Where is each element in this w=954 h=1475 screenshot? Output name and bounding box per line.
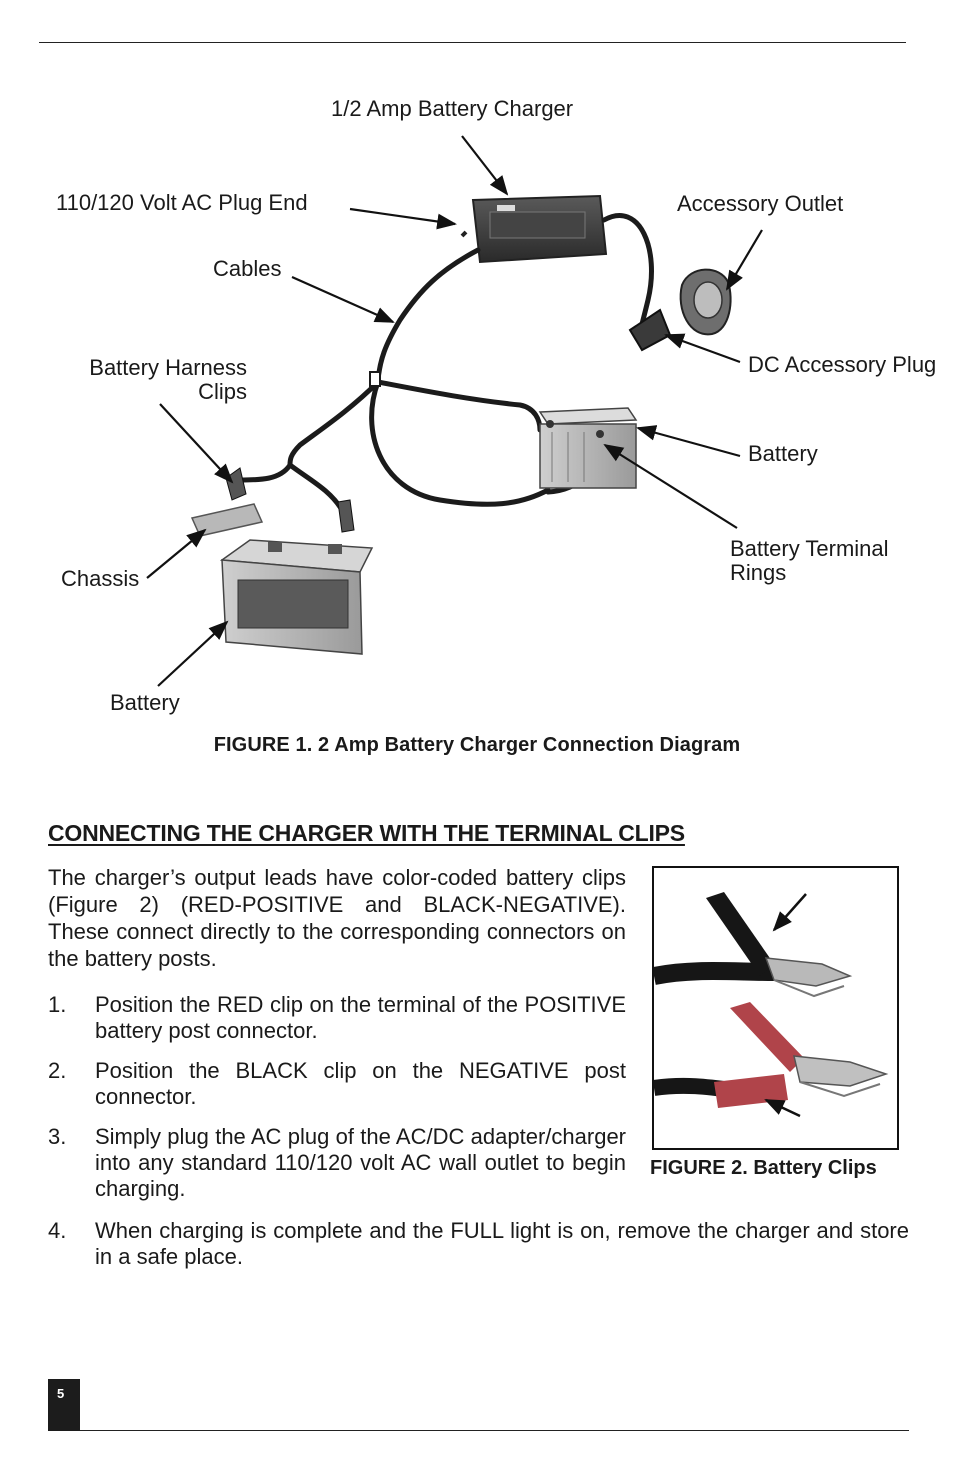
label-battery-right: Battery: [748, 441, 818, 466]
step-1: 1. Position the RED clip on the terminal…: [48, 992, 626, 1044]
charger-unit: [460, 194, 608, 264]
figure2-caption: FIGURE 2. Battery Clips: [650, 1157, 877, 1179]
label-ac-plug: 110/120 Volt AC Plug End: [56, 190, 308, 215]
accessory-outlet-icon: [679, 268, 732, 336]
bottom-rule: [80, 1430, 909, 1431]
label-chassis: Chassis: [61, 566, 140, 591]
step-text: Position the RED clip on the terminal of…: [95, 992, 626, 1043]
battery-right-icon: [538, 407, 638, 489]
label-terminal-rings-line1: Battery Terminal: [730, 536, 889, 561]
cables: [237, 213, 654, 513]
red-clip-arrow: [764, 1098, 801, 1118]
step-text: Position the BLACK clip on the NEGATIVE …: [95, 1058, 626, 1109]
battery-clips-illustration: [654, 892, 889, 1118]
label-terminal-rings-line2: Rings: [730, 560, 787, 585]
step-3: 3. Simply plug the AC plug of the AC/DC …: [48, 1124, 626, 1202]
figure2-image: [652, 866, 899, 1150]
red-clip-sleeve: [730, 1002, 804, 1072]
step-text: When charging is complete and the FULL l…: [95, 1218, 909, 1269]
step-number: 1.: [48, 992, 67, 1017]
top-rule: [39, 42, 906, 43]
figure1-caption: FIGURE 1. 2 Amp Battery Charger Connecti…: [213, 734, 741, 756]
section-title: CONNECTING THE CHARGER WITH THE TERMINAL…: [48, 820, 685, 846]
label-cables: Cables: [213, 256, 282, 281]
connection-diagram: [146, 135, 763, 687]
black-clip-jaw: [764, 957, 853, 987]
label-harness-clips-line2: Clips: [198, 379, 247, 404]
red-clip-jaw: [793, 1055, 889, 1087]
label-harness-clips-line1: Battery Harness: [89, 355, 247, 380]
dc-accessory-plug-icon: [628, 308, 672, 352]
step-4: 4. When charging is complete and the FUL…: [48, 1218, 909, 1270]
label-accessory-outlet: Accessory Outlet: [677, 191, 844, 216]
step-number: 4.: [48, 1218, 67, 1243]
red-clip-handle: [714, 1074, 788, 1108]
label-dc-plug: DC Accessory Plug: [748, 352, 937, 377]
label-harness-clips: Battery Harness Clips: [87, 356, 247, 404]
step-text: Simply plug the AC plug of the AC/DC ada…: [95, 1124, 626, 1201]
step-2: 2. Position the BLACK clip on the NEGATI…: [48, 1058, 626, 1110]
black-clip-sleeve: [706, 892, 774, 976]
black-cable: [654, 962, 775, 985]
step-number: 3.: [48, 1124, 67, 1149]
label-terminal-rings: Battery Terminal Rings: [730, 537, 889, 585]
cable-junction-icon: [369, 371, 381, 387]
step-number: 2.: [48, 1058, 67, 1083]
label-charger: 1/2 Amp Battery Charger: [331, 96, 574, 121]
label-battery-left: Battery: [110, 690, 180, 715]
leader-arrows: [146, 135, 763, 687]
page-number: 5: [48, 1379, 80, 1431]
battery-left-icon: [219, 539, 374, 655]
black-clip-arrow: [772, 893, 807, 932]
intro-paragraph: The charger’s output leads have color-co…: [48, 865, 626, 971]
